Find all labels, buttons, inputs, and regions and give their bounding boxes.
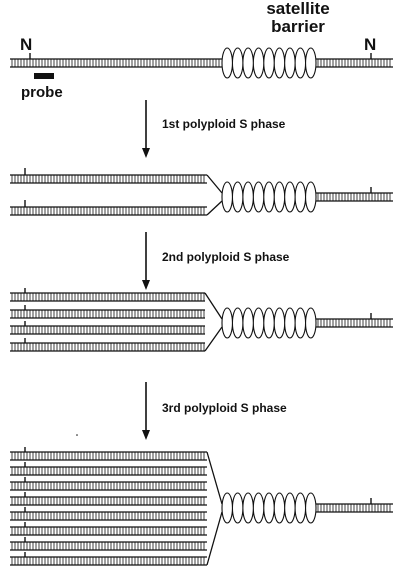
strand-rungs bbox=[11, 59, 220, 67]
stage4-strand-4 bbox=[10, 496, 207, 506]
satellite-coil-loops bbox=[221, 181, 317, 213]
strand-rungs bbox=[317, 319, 391, 327]
stage1-satellite-barrier bbox=[221, 47, 317, 79]
arrow-head bbox=[142, 430, 150, 440]
arrow-step-3 bbox=[142, 382, 150, 440]
stage4-strand-2 bbox=[10, 466, 207, 476]
strand-rungs bbox=[11, 293, 205, 301]
stage4-strand-1 bbox=[10, 451, 207, 461]
satellite-word: satellite bbox=[266, 0, 330, 18]
strand-rungs bbox=[317, 504, 391, 512]
step-label-3: 3rd polyploid S phase bbox=[162, 401, 287, 415]
satellite-coil-loops bbox=[221, 307, 317, 339]
arrow-step-2 bbox=[142, 232, 150, 290]
stage2-strand-1 bbox=[10, 174, 207, 184]
stage4-fork-top bbox=[206, 451, 223, 505]
stage4-strand-5 bbox=[10, 511, 207, 521]
stage3-strand-2 bbox=[10, 309, 205, 319]
step-label-1: 1st polyploid S phase bbox=[162, 117, 286, 131]
stage4-strand-7 bbox=[10, 541, 207, 551]
arrow-head bbox=[142, 148, 150, 158]
strand-rungs bbox=[11, 452, 205, 460]
strand-rungs bbox=[11, 175, 205, 183]
stage1-left-strand bbox=[10, 58, 222, 68]
strand-rungs bbox=[317, 193, 391, 201]
satellite-coil-loops bbox=[221, 47, 317, 79]
stage2-strand-2 bbox=[10, 206, 207, 216]
strand-rungs bbox=[11, 207, 205, 215]
strand-rungs bbox=[317, 59, 391, 67]
strand-rungs bbox=[11, 467, 205, 475]
strand-rungs bbox=[11, 326, 205, 334]
strand-rungs bbox=[11, 497, 205, 505]
stage4-right-strand bbox=[316, 503, 393, 513]
stage4-fork-bottom bbox=[206, 511, 223, 566]
stage4-strand-8 bbox=[10, 556, 207, 566]
strand-rungs bbox=[11, 557, 205, 565]
stage4-strand-3 bbox=[10, 481, 207, 491]
stage1-right-strand bbox=[316, 58, 393, 68]
step-label-2: 2nd polyploid S phase bbox=[162, 250, 290, 264]
probe-label: probe bbox=[21, 84, 63, 101]
stage3-satellite-barrier bbox=[221, 307, 317, 339]
probe-bar bbox=[34, 73, 54, 79]
stage3-strand-3 bbox=[10, 325, 205, 335]
barrier-word: barrier bbox=[271, 17, 325, 36]
stage2-fork-bottom bbox=[206, 200, 223, 216]
strand-rungs bbox=[11, 482, 205, 490]
strand-rungs bbox=[11, 527, 205, 535]
stage3-strand-4 bbox=[10, 342, 205, 352]
satellite-coil-loops bbox=[221, 492, 317, 524]
satellite-barrier-label: satellite barrier bbox=[243, 0, 353, 36]
strand-rungs bbox=[11, 512, 205, 520]
stage2-right-strand bbox=[316, 192, 393, 202]
stage3-right-strand bbox=[316, 318, 393, 328]
n-site-label-right: N bbox=[364, 35, 377, 54]
strand-rungs bbox=[11, 310, 205, 318]
stage4-strand-6 bbox=[10, 526, 207, 536]
arrow-head bbox=[142, 280, 150, 290]
stray-dot bbox=[76, 434, 78, 436]
stage2-satellite-barrier bbox=[221, 181, 317, 213]
arrow-step-1 bbox=[142, 100, 150, 158]
n-site-label-left: N bbox=[20, 35, 33, 54]
stage2-fork-top bbox=[206, 174, 223, 194]
stage3-fork-bottom bbox=[204, 326, 223, 352]
stage4-satellite-barrier bbox=[221, 492, 317, 524]
stage3-fork-top bbox=[204, 292, 223, 320]
strand-rungs bbox=[11, 542, 205, 550]
stage3-strand-1 bbox=[10, 292, 205, 302]
strand-rungs bbox=[11, 343, 205, 351]
